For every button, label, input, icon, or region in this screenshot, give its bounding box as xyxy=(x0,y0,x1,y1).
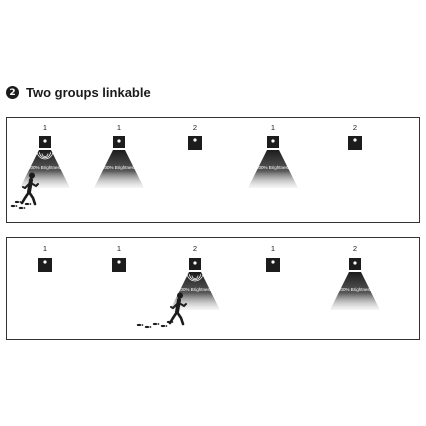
section-heading: 2 Two groups linkable xyxy=(6,85,151,100)
light-group-label: 2 xyxy=(192,244,198,253)
light-lamp-dot xyxy=(193,261,197,265)
brightness-label: 100% Brightness xyxy=(255,165,291,170)
section-title: Two groups linkable xyxy=(26,85,151,100)
light-group-label: 1 xyxy=(42,244,48,253)
walking-person-icon xyxy=(168,292,187,326)
light-fixture-off xyxy=(188,136,202,150)
brightness-label: 100% Brightness xyxy=(337,287,373,292)
light-lamp-dot xyxy=(353,138,357,142)
light-group-label: 1 xyxy=(116,244,122,253)
light-fixture-off xyxy=(112,258,126,272)
motion-sensor-wave-icon xyxy=(186,272,204,282)
light-group-label: 1 xyxy=(270,123,276,132)
light-lamp-dot xyxy=(117,260,121,264)
light-lamp-dot xyxy=(271,139,275,143)
footprints-icon xyxy=(10,200,32,210)
light-beam xyxy=(248,150,298,188)
light-beam xyxy=(94,150,144,188)
light-beam xyxy=(170,272,220,310)
brightness-label: 100% Brightness xyxy=(27,165,63,170)
motion-sensor-wave-icon xyxy=(36,150,54,160)
panel-illustration xyxy=(38,258,380,329)
light-group-label: 1 xyxy=(42,123,48,132)
scenario-panel-group-2-triggered: 1 1 2 100% Brightness 1 2 100% Brightness xyxy=(6,237,420,340)
scenario-panel-group-1-triggered: 1 100% Brightness 1 100% Brightness 2 1 100% B… xyxy=(6,117,420,223)
light-lamp-dot xyxy=(43,260,47,264)
light-group-label: 1 xyxy=(270,244,276,253)
walking-person-icon xyxy=(20,172,39,206)
light-fixture-off xyxy=(266,258,280,272)
light-lamp-dot xyxy=(193,138,197,142)
light-group-label: 2 xyxy=(352,244,358,253)
light-lamp-dot xyxy=(353,261,357,265)
panel-illustration xyxy=(10,136,362,210)
light-group-label: 1 xyxy=(116,123,122,132)
light-group-label: 2 xyxy=(192,123,198,132)
light-lamp-dot xyxy=(43,139,47,143)
light-fixture-off xyxy=(38,258,52,272)
light-lamp-dot xyxy=(271,260,275,264)
brightness-label: 100% Brightness xyxy=(177,287,213,292)
light-fixture-off xyxy=(348,136,362,150)
light-beam xyxy=(20,150,70,188)
light-beam xyxy=(330,272,380,310)
footprints-icon xyxy=(136,320,174,329)
light-group-label: 2 xyxy=(352,123,358,132)
step-number-badge: 2 xyxy=(6,86,19,99)
light-lamp-dot xyxy=(117,139,121,143)
brightness-label: 100% Brightness xyxy=(101,165,137,170)
